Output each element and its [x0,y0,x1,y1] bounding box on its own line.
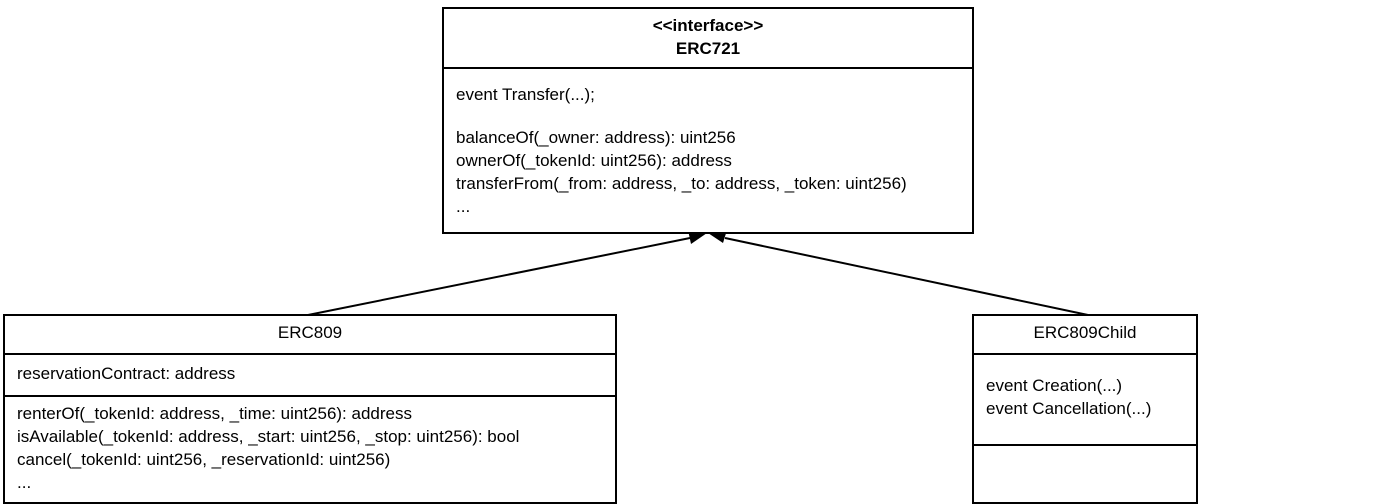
erc809child-header: ERC809Child [974,316,1196,355]
erc721-attributes: event Transfer(...); balanceOf(_owner: a… [444,69,972,234]
erc809-class-name: ERC809 [277,323,343,342]
erc809-method: renterOf(_tokenId: address, _time: uint2… [17,404,412,423]
erc721-header: <<interface>> ERC721 [444,9,972,69]
erc809child-methods [974,446,1196,502]
erc809child-attribute: event Creation(...) [986,376,1123,395]
erc809-attributes: reservationContract: address [5,355,615,397]
erc721-method: ... [456,197,471,216]
erc809-method: isAvailable(_tokenId: address, _start: u… [17,427,520,446]
erc809child-class-name: ERC809Child [1033,323,1137,342]
erc809-header: ERC809 [5,316,615,355]
erc721-stereotype: <<interface>> [652,16,764,35]
edge-erc809-to-erc721 [307,237,691,316]
erc809-attribute: reservationContract: address [17,364,236,383]
erc809-method: ... [17,473,32,492]
erc721-method: ownerOf(_tokenId: uint256): address [456,151,732,170]
erc809-methods: renterOf(_tokenId: address, _time: uint2… [5,397,615,502]
erc809-method: cancel(_tokenId: uint256, _reservationId… [17,450,391,469]
erc809child-attribute: event Cancellation(...) [986,399,1152,418]
erc721-method: transferFrom(_from: address, _to: addres… [456,174,907,193]
erc809child-class-box[interactable]: ERC809Child event Creation(...) event Ca… [972,314,1198,504]
erc721-class-name: ERC721 [675,39,741,58]
edge-erc809child-to-erc721 [724,237,1089,316]
erc721-method: balanceOf(_owner: address): uint256 [456,128,736,147]
erc809child-attributes: event Creation(...) event Cancellation(.… [974,355,1196,446]
erc721-interface-box[interactable]: <<interface>> ERC721 event Transfer(...)… [442,7,974,234]
erc809-class-box[interactable]: ERC809 reservationContract: address rent… [3,314,617,504]
erc721-attribute: event Transfer(...); [456,85,595,104]
